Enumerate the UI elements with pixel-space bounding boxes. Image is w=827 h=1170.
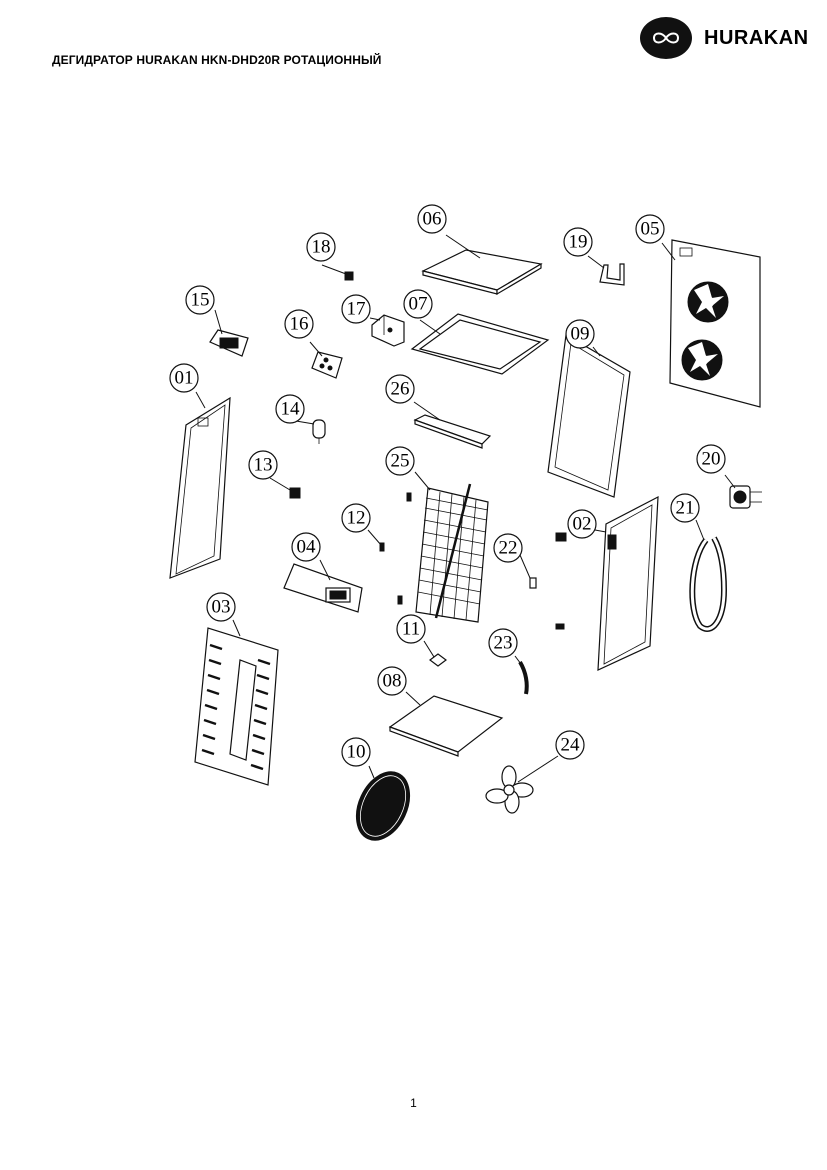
svg-text:17: 17: [347, 299, 366, 320]
part-25-rotating-rack: [415, 483, 489, 623]
brand-logo: HURAKAN: [640, 17, 809, 59]
svg-text:19: 19: [569, 232, 588, 253]
part-03-vented-panel: [194, 627, 279, 786]
svg-text:04: 04: [297, 537, 317, 558]
svg-text:14: 14: [281, 399, 301, 420]
part-07-top-plate: [410, 313, 550, 375]
part-24-fan-blade: [485, 765, 534, 814]
svg-text:02: 02: [573, 514, 592, 535]
callout-18: 18: [306, 232, 336, 262]
svg-text:15: 15: [191, 290, 210, 311]
callout-22: 22: [493, 533, 523, 563]
part-18-clip: [344, 271, 354, 281]
callout-02: 02: [567, 509, 597, 539]
callout-11: 11: [396, 614, 426, 644]
callout-16: 16: [284, 309, 314, 339]
callout-20: 20: [696, 444, 726, 474]
svg-text:03: 03: [212, 597, 231, 618]
svg-text:24: 24: [561, 735, 581, 756]
part-02-right-panel: [597, 495, 659, 671]
callout-26: 26: [385, 374, 415, 404]
callout-03: 03: [206, 592, 236, 622]
page-number: 1: [410, 1096, 417, 1110]
svg-text:26: 26: [391, 379, 410, 400]
brand-name: HURAKAN: [704, 26, 809, 49]
callout-24: 24: [555, 730, 585, 760]
part-04-front-panel: [283, 563, 363, 613]
leader-lines: [195, 234, 736, 783]
svg-text:18: 18: [312, 237, 331, 258]
callout-12: 12: [341, 503, 371, 533]
part-09-door-frame: [547, 334, 631, 498]
callout-13: 13: [248, 450, 278, 480]
svg-text:23: 23: [494, 633, 513, 654]
svg-text:13: 13: [254, 455, 273, 476]
hurakan-logo-icon: [640, 17, 692, 59]
part-14-capacitor: [312, 419, 326, 444]
svg-text:09: 09: [571, 324, 590, 345]
callout-25: 25: [385, 446, 415, 476]
part-23-rod: [518, 660, 529, 695]
document-title: ДЕГИДРАТОР HURAKAN HKN-DHD20R РОТАЦИОННЫ…: [52, 53, 382, 67]
svg-text:12: 12: [347, 508, 366, 529]
part-22-bracket: [529, 532, 567, 630]
part-05-rear-panel: [669, 239, 761, 408]
part-21-heating-element: [689, 536, 728, 632]
part-01-left-panel: [169, 396, 231, 579]
callout-07: 07: [403, 289, 433, 319]
svg-text:16: 16: [290, 314, 309, 335]
part-19-bracket: [599, 263, 625, 286]
callout-10: 10: [341, 737, 371, 767]
part-10-rotating-disc: [355, 771, 411, 841]
part-13-switch: [289, 487, 301, 499]
svg-text:08: 08: [383, 671, 402, 692]
svg-text:01: 01: [175, 368, 194, 389]
part-12-pin: [379, 492, 412, 605]
svg-text:25: 25: [391, 451, 410, 472]
svg-text:05: 05: [641, 219, 660, 240]
callout-04: 04: [291, 532, 321, 562]
svg-text:10: 10: [347, 742, 366, 763]
svg-text:21: 21: [676, 498, 695, 519]
svg-text:20: 20: [702, 449, 721, 470]
callout-08: 08: [377, 666, 407, 696]
svg-text:06: 06: [423, 209, 442, 230]
callout-06: 06: [417, 204, 447, 234]
callout-14: 14: [275, 394, 305, 424]
svg-text:22: 22: [499, 538, 518, 559]
part-15-display-panel: [209, 329, 249, 357]
part-06-top-cover: [421, 249, 543, 296]
part-08-bottom-plate: [388, 695, 504, 757]
callout-23: 23: [488, 628, 518, 658]
part-17-module: [371, 314, 405, 347]
callout-01: 01: [169, 363, 199, 393]
svg-text:11: 11: [402, 619, 420, 640]
callout-19: 19: [563, 227, 593, 257]
callout-15: 15: [185, 285, 215, 315]
callout-21: 21: [670, 493, 700, 523]
part-11-bearing: [429, 653, 447, 667]
part-16-control-board: [311, 351, 343, 379]
svg-text:07: 07: [409, 294, 428, 315]
callout-09: 09: [565, 319, 595, 349]
callout-05: 05: [635, 214, 665, 244]
callout-17: 17: [341, 294, 371, 324]
part-26-crossbar: [413, 414, 492, 449]
part-20-motor: [729, 485, 762, 509]
